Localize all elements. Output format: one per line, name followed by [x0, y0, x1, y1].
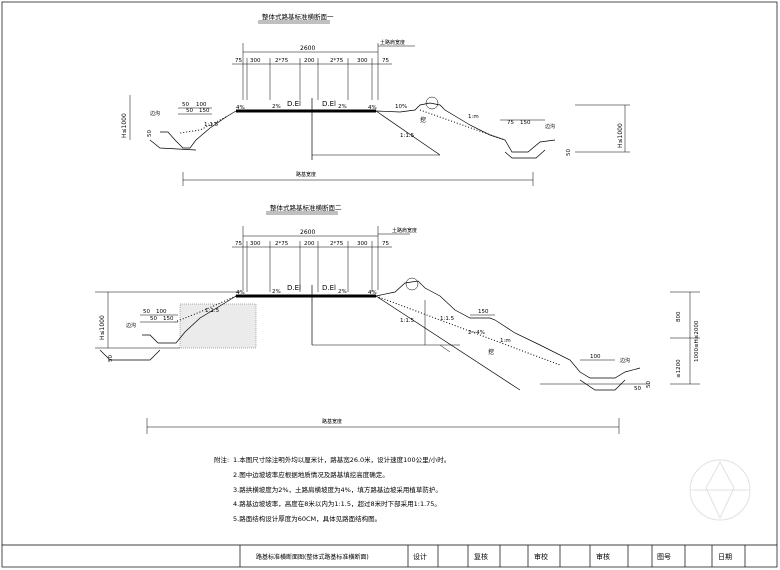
- cell-date: 日期: [718, 553, 732, 561]
- s1-ratio-right-1: 1:1.5: [400, 133, 415, 139]
- s2-lane-width-7: 75: [382, 241, 389, 247]
- s1-ditch-right: 边沟: [545, 123, 555, 130]
- s1-ratio-left: 1:1.5: [204, 122, 219, 128]
- s1-lane-width-6: 300: [357, 58, 368, 64]
- section-1-title: 整体式路基标准横断面一: [262, 12, 334, 21]
- s1-left-dim-4: 150: [199, 108, 210, 114]
- s1-left-dim-1: 50: [182, 102, 189, 108]
- s1-right-dim-2: 150: [520, 120, 531, 126]
- s2-lane-width-4: 200: [304, 241, 315, 247]
- s2-ditch-left: 边沟: [126, 322, 136, 329]
- s2-bottom-label: 路基宽度: [322, 418, 342, 425]
- cell-approve: 审核: [596, 552, 610, 561]
- s2-vertical-2: 50: [108, 355, 114, 362]
- s2-ratio-left: 1:1.5: [205, 308, 220, 314]
- s1-lane-width-2: 300: [250, 58, 261, 64]
- section-2-top-note: 土路肩宽度: [392, 227, 417, 234]
- s2-lane-width-2: 300: [250, 241, 261, 247]
- section-1-total-width: 2600: [300, 45, 315, 52]
- s2-left-dim-3: 50: [150, 316, 157, 322]
- cross-section-2: 整体式路基标准横断面二 2600 土路肩宽度 75 300 2*75 200 2…: [95, 203, 700, 434]
- s1-ratio-right-2: 1:m: [468, 114, 479, 120]
- notes-header: 附注:: [214, 455, 229, 464]
- s1-slope-4: 4%: [368, 105, 377, 111]
- notes-block: 附注: 1.本图尺寸除注明外均以厘米计，路基宽26.0米，设计速度100公里/小…: [214, 455, 450, 523]
- s2-lane-width-1: 75: [235, 241, 242, 247]
- note-5: 5.路面结构设计厚度为60CM，具体见路面结构图。: [233, 514, 381, 523]
- s1-lane-width-3: 2*75: [275, 58, 289, 64]
- s2-slope-2: 2%: [272, 289, 281, 295]
- section-2-total-width: 2600: [300, 229, 315, 236]
- note-4: 4.路基边坡坡率，高度在8米以内为1:1.5，超过8米时下部采用1:1.75。: [233, 499, 441, 508]
- s2-lane-width-3: 2*75: [275, 241, 289, 247]
- s2-vertical-5: ≤1200: [676, 359, 682, 378]
- s1-slope-1: 4%: [236, 105, 245, 111]
- s2-slope-4: 4%: [368, 290, 377, 296]
- s2-hatched-area: [179, 303, 257, 349]
- section-2-title: 整体式路基标准横断面二: [270, 203, 342, 212]
- s1-lane-width-1: 75: [235, 58, 242, 64]
- s1-lane-width-4: 200: [304, 58, 315, 64]
- s1-slope-3: 2%: [338, 104, 347, 110]
- s1-right-dim-3: 50: [566, 149, 572, 156]
- s2-vertical-4: 1000≤H≤2000: [694, 320, 700, 362]
- cell-check: 复核: [474, 552, 488, 561]
- s2-d-label-right: D.El: [322, 284, 336, 292]
- s1-bottom-label: 路基宽度: [296, 171, 316, 178]
- note-3: 3.路拱横坡度为2%，土路肩横坡度为4%，填方路基边坡采用植草防护。: [233, 485, 442, 494]
- s2-ratio-right-3: 1:m: [500, 338, 511, 344]
- s1-ditch-left: 边沟: [150, 110, 160, 117]
- s1-d-label-right: D.El: [322, 100, 336, 108]
- s2-slope-5: 2~4%: [468, 330, 485, 336]
- watermark-logo: [689, 459, 751, 521]
- s1-vertical-2: H≤1000: [617, 123, 624, 148]
- s2-cut-label: 挖: [488, 348, 494, 356]
- s2-vertical-1: H≤1000: [99, 315, 106, 340]
- s1-lane-width-5: 2*75: [330, 58, 344, 64]
- s1-slope-2: 2%: [272, 104, 281, 110]
- section-1-top-note: 土路肩宽度: [380, 39, 405, 46]
- s2-right-dim-3: 50: [634, 386, 641, 392]
- s2-lane-width-6: 300: [357, 241, 368, 247]
- s2-vertical-3: 800: [676, 311, 682, 322]
- s1-lane-width-7: 75: [382, 58, 389, 64]
- s1-left-dim-2: 100: [196, 102, 207, 108]
- s2-right-dim-1: 150: [478, 309, 489, 315]
- cell-design: 设计: [413, 552, 427, 561]
- cross-section-1: 整体式路基标准横断面一 2600 土路肩宽度 75 300 2*75 200 2…: [121, 12, 630, 186]
- drawing-title: 路基标准横断面图(整体式路基标准横断面): [256, 553, 369, 561]
- s1-right-dim-1: 75: [507, 120, 514, 126]
- s1-vertical-3: 50: [147, 130, 153, 137]
- note-2: 2.图中边坡坡率应根据地质情况及路基填挖高度确定。: [233, 470, 389, 479]
- s2-left-dim-4: 150: [163, 316, 174, 322]
- s2-d-label-left: D.El: [287, 284, 301, 292]
- s2-vertical-6: 50: [646, 381, 652, 388]
- s2-left-dim-2: 100: [156, 309, 167, 315]
- s1-vertical-1: H≤1000: [121, 113, 128, 138]
- s2-slope-3: 2%: [338, 289, 347, 295]
- s2-right-dim-2: 100: [590, 354, 601, 360]
- s2-ratio-right-2: 1:1.5: [440, 316, 455, 322]
- s2-left-dim-1: 50: [143, 309, 150, 315]
- title-block: 路基标准横断面图(整体式路基标准横断面) 设计 复核 审校 审核 图号 日期: [2, 544, 777, 567]
- s2-lane-width-5: 2*75: [330, 241, 344, 247]
- note-1: 1.本图尺寸除注明外均以厘米计，路基宽26.0米，设计速度100公里/小时。: [233, 455, 450, 464]
- s2-slope-1: 4%: [236, 290, 245, 296]
- s1-slope-5: 10%: [395, 104, 407, 110]
- s2-ratio-right-1: 1:1.5: [400, 318, 415, 324]
- s1-d-label-left: D.El: [287, 100, 301, 108]
- s1-left-dim-3: 50: [186, 108, 193, 114]
- cell-drawing-no: 图号: [657, 553, 671, 561]
- s2-ditch-right: 边沟: [620, 357, 630, 364]
- cell-review: 审校: [534, 552, 548, 561]
- s1-cut-label: 挖: [420, 116, 426, 124]
